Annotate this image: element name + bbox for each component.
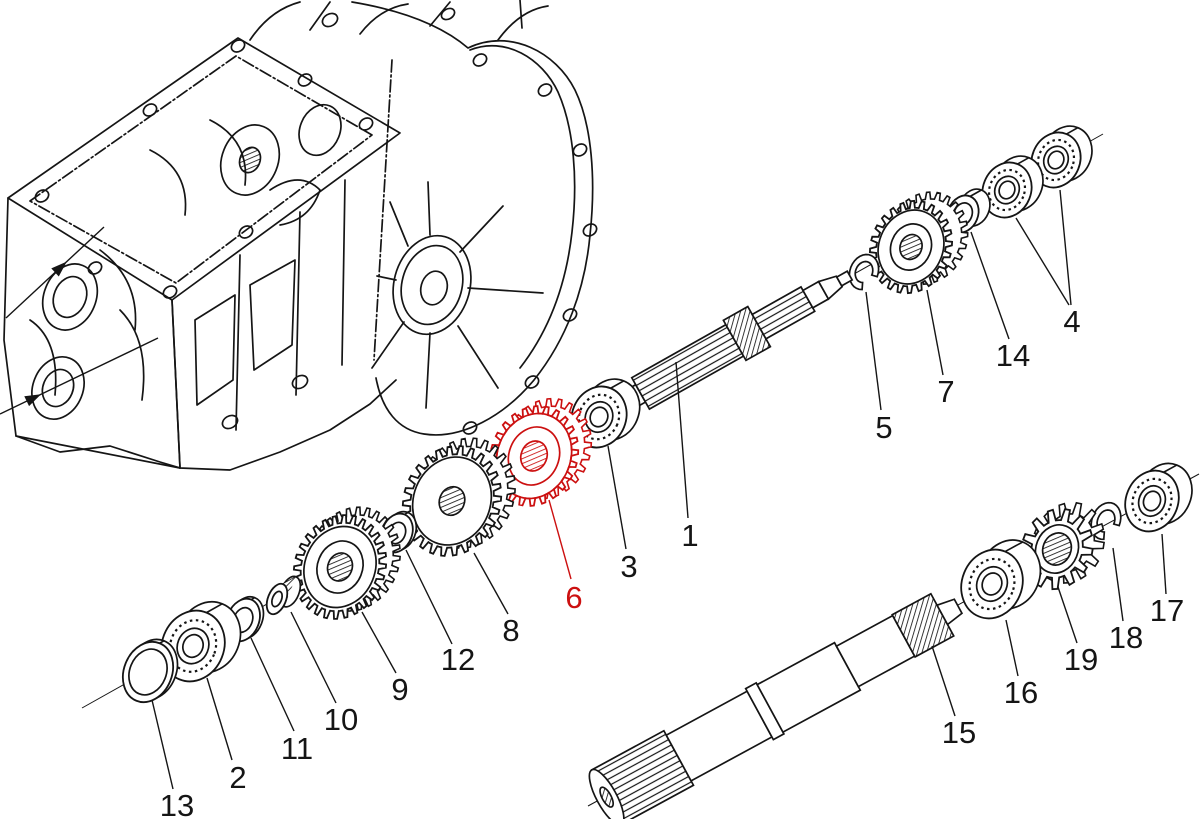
callout-4: 4 xyxy=(1015,189,1081,339)
flange-bolt-holes xyxy=(34,39,374,299)
callout-4-number: 4 xyxy=(1063,304,1080,339)
gear-8 xyxy=(401,437,516,557)
callout-12-number: 12 xyxy=(441,642,475,677)
housing-bore-arrow-upper-head xyxy=(51,261,67,277)
callout-1-number: 1 xyxy=(681,518,698,553)
housing-bore-arrow-upper xyxy=(5,226,105,319)
callout-6: 6 xyxy=(548,499,583,615)
callout-13-leader xyxy=(151,699,174,790)
callout-17: 17 xyxy=(1150,533,1184,628)
callout-16-number: 16 xyxy=(1004,675,1038,710)
callout-13-number: 13 xyxy=(160,788,194,819)
callout-10-number: 10 xyxy=(324,702,358,737)
output-pinion-shaft-15 xyxy=(588,592,964,819)
callout-14: 14 xyxy=(970,231,1030,373)
callout-14-number: 14 xyxy=(996,338,1030,373)
callout-7: 7 xyxy=(926,289,955,409)
callout-7-number: 7 xyxy=(937,374,954,409)
callout-10-leader xyxy=(290,611,337,704)
callout-11-number: 11 xyxy=(281,731,313,766)
needle-bearing-10 xyxy=(265,575,302,616)
callout-11-leader xyxy=(250,637,295,732)
callout-15: 15 xyxy=(931,645,976,750)
callout-3-number: 3 xyxy=(620,549,637,584)
main-drive-shaft-1 xyxy=(575,270,854,435)
callout-2-leader xyxy=(206,677,233,761)
callout-16-leader xyxy=(1005,619,1019,677)
callout-9: 9 xyxy=(361,611,409,707)
callout-8-leader xyxy=(473,552,509,615)
callout-18-number: 18 xyxy=(1109,620,1143,655)
callout-12-leader xyxy=(405,549,453,645)
callout-7-leader xyxy=(926,289,944,376)
callout-4-leader-2 xyxy=(1059,189,1072,306)
callout-2-number: 2 xyxy=(229,760,246,795)
gear-9 xyxy=(292,506,401,620)
callout-9-number: 9 xyxy=(391,672,408,707)
callout-9-leader xyxy=(361,611,397,674)
callout-10: 10 xyxy=(290,611,358,737)
housing-bore-arrow-lower-head xyxy=(24,394,42,407)
callout-17-leader xyxy=(1161,533,1167,595)
housing-bore-arrow-lower xyxy=(0,337,159,415)
callout-5-number: 5 xyxy=(875,410,892,445)
ball-bearing-4b xyxy=(1030,125,1093,189)
ball-bearing-17 xyxy=(1124,462,1193,533)
callout-6-leader xyxy=(548,499,572,580)
callout-4-leader xyxy=(1015,217,1070,306)
ball-bearing-16 xyxy=(960,539,1042,620)
gear-7 xyxy=(868,191,969,295)
callout-3-leader xyxy=(607,445,627,550)
callout-12: 12 xyxy=(405,549,475,677)
callout-13: 13 xyxy=(151,699,194,819)
callout-1-leader xyxy=(675,361,689,519)
callout-18-leader xyxy=(1112,547,1124,622)
bell-housing-bolt-holes xyxy=(462,53,598,435)
seal-ring-13 xyxy=(121,638,179,704)
ball-bearing-4a xyxy=(981,155,1044,219)
callout-19-number: 19 xyxy=(1064,642,1098,677)
callout-6-number: 6 xyxy=(565,580,582,615)
callout-19: 19 xyxy=(1057,586,1098,677)
callout-8-number: 8 xyxy=(502,613,519,648)
callout-2: 2 xyxy=(206,677,247,795)
callout-1: 1 xyxy=(675,361,699,553)
callout-5-leader xyxy=(865,291,882,411)
bell-housing-ring xyxy=(371,181,544,409)
callout-15-leader xyxy=(931,645,956,717)
callout-3: 3 xyxy=(607,445,638,584)
callout-5: 5 xyxy=(865,291,893,445)
callout-14-leader xyxy=(970,231,1010,340)
callout-8: 8 xyxy=(473,552,520,648)
callout-18: 18 xyxy=(1109,547,1143,655)
snap-ring-5 xyxy=(848,253,880,291)
callout-17-number: 17 xyxy=(1150,593,1184,628)
callout-11: 11 xyxy=(250,637,313,766)
gearbox-housing-drawing xyxy=(3,0,598,471)
callout-16: 16 xyxy=(1004,619,1038,710)
callout-19-leader xyxy=(1057,586,1078,644)
callout-15-number: 15 xyxy=(942,715,976,750)
